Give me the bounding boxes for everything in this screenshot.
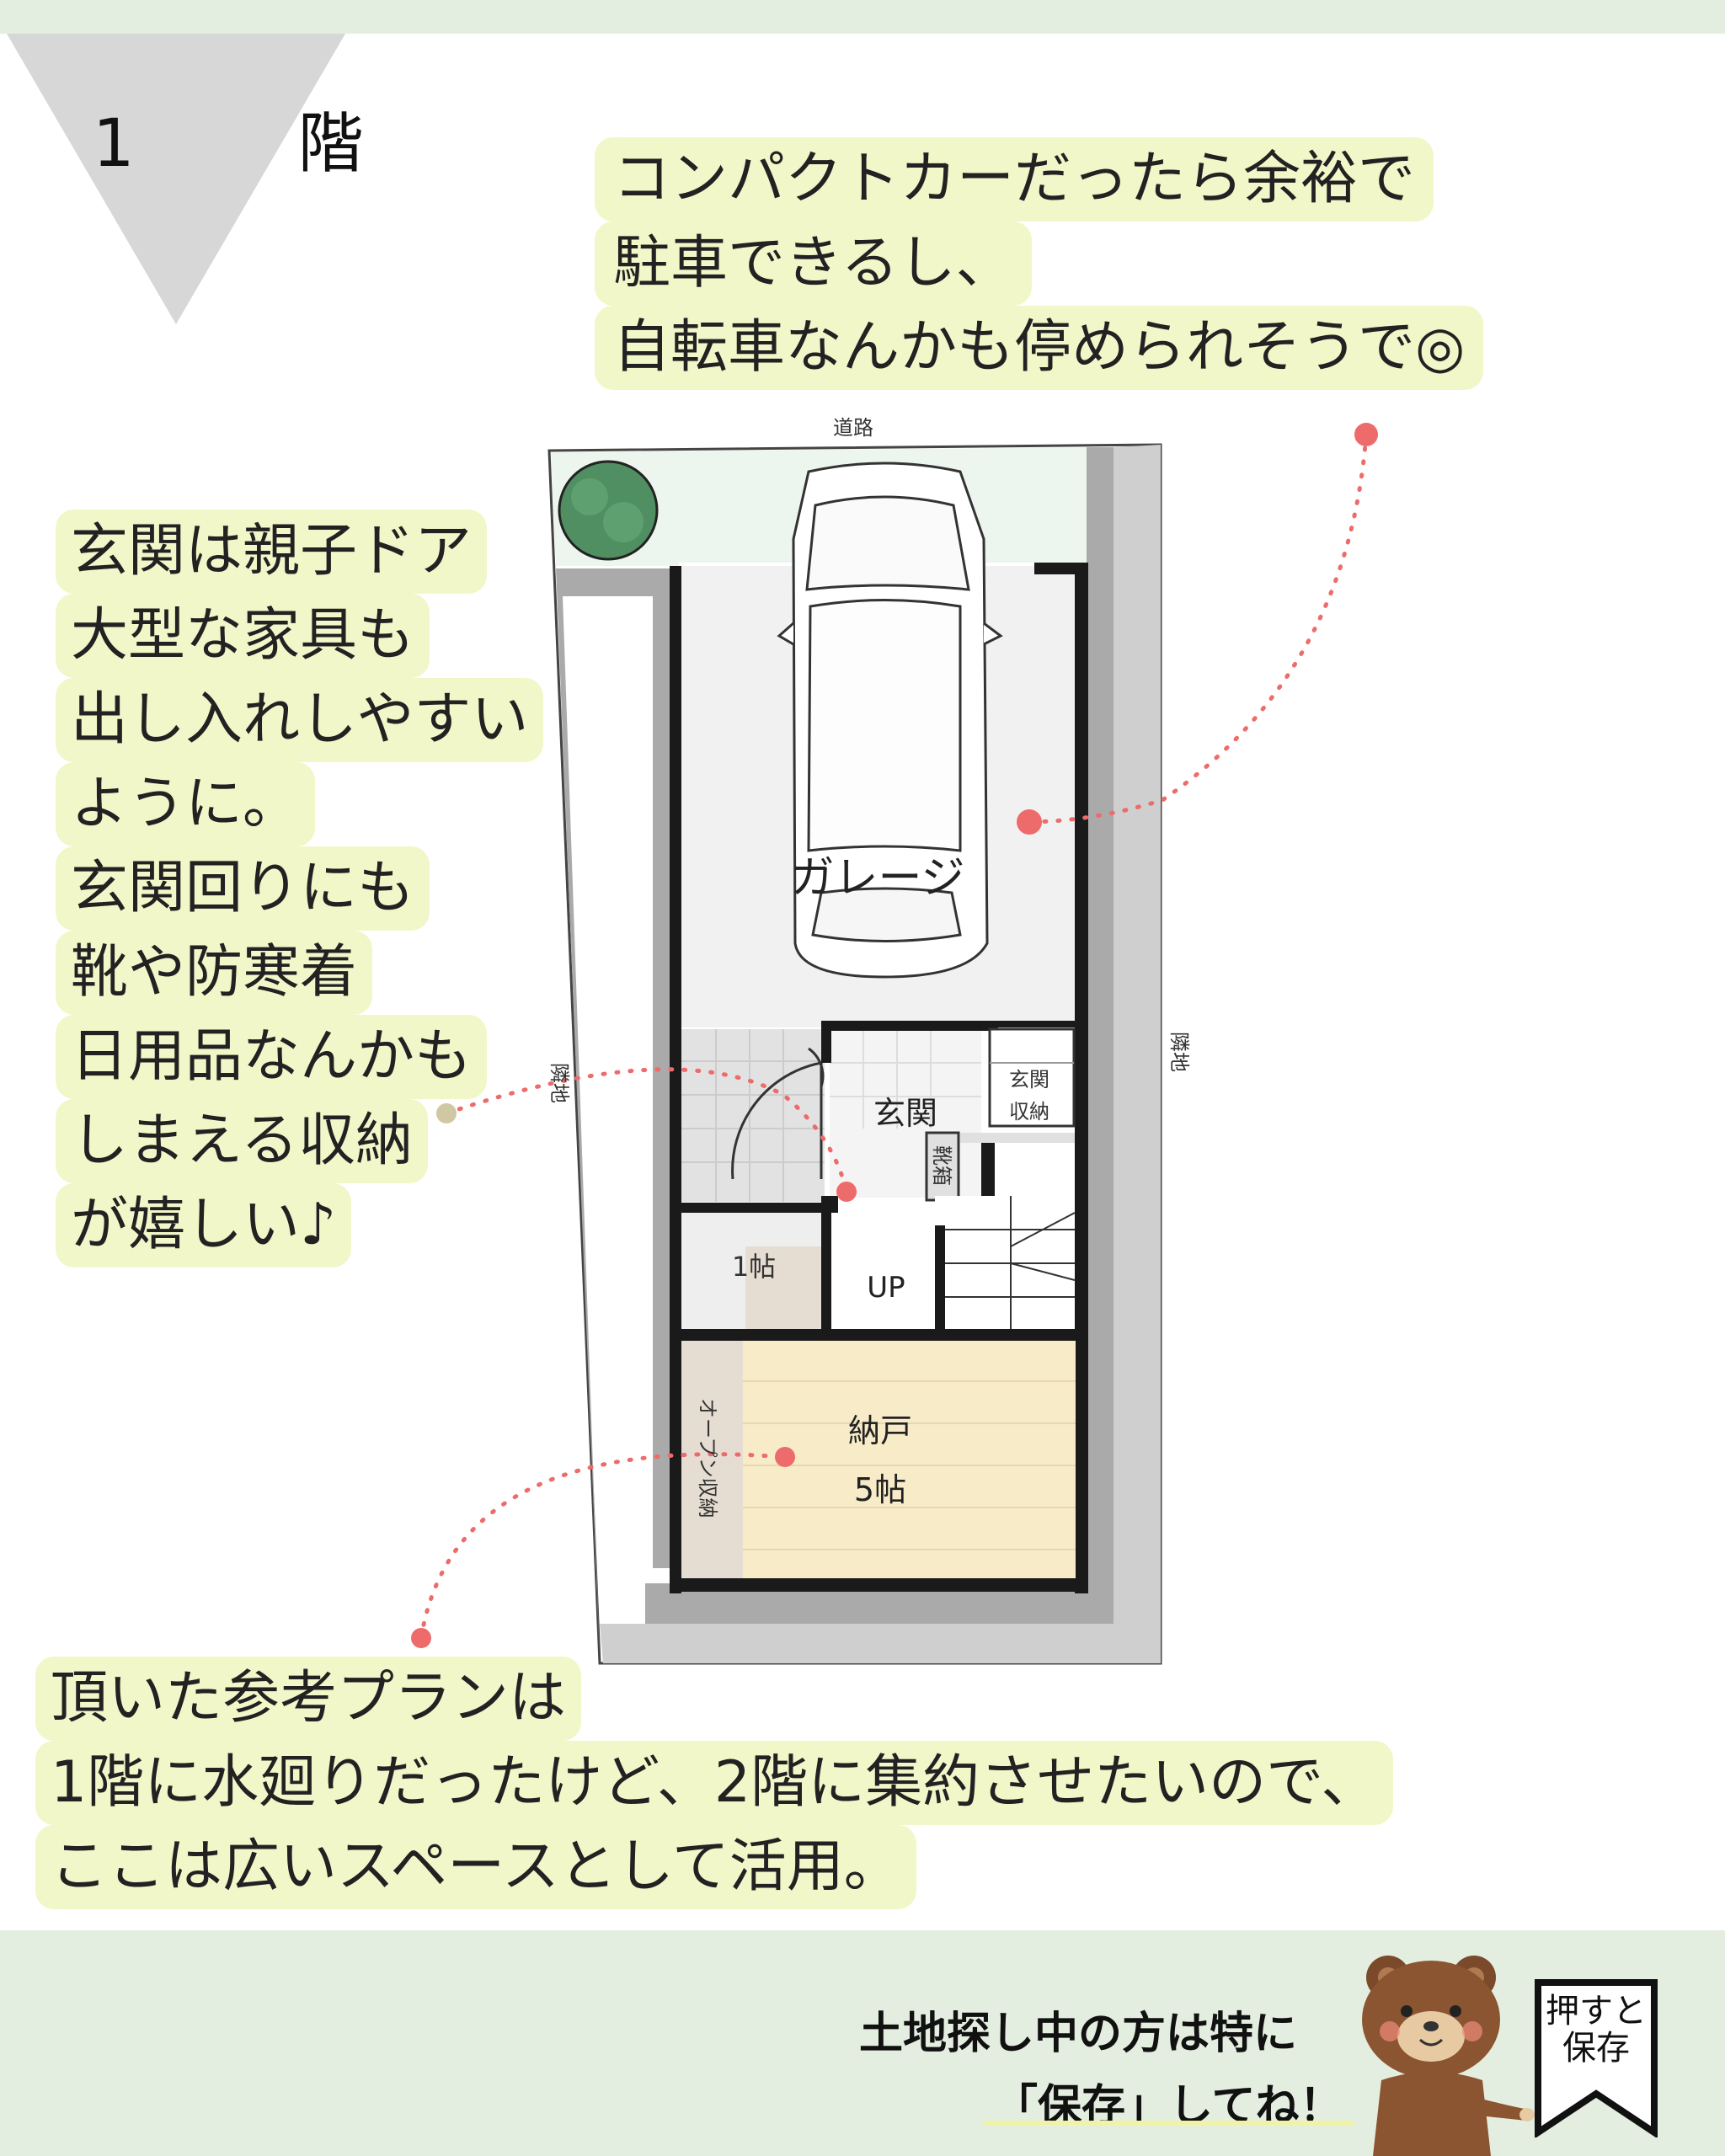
callout-dot-storeroom [775,1447,795,1467]
open-storage-area [681,1341,743,1578]
storeroom-size-label: 5帖 [854,1471,906,1508]
entrance-callout: 玄関は親子ドア 大型な家具も 出し入れしやすい ように。 玄関回りにも 靴や防寒… [56,510,544,1267]
open-storage-label: オープン収納 [696,1398,719,1518]
parking-callout-line: 駐車できるし、 [595,221,1032,306]
garage-label: ガレージ [791,853,965,904]
entrance-callout-line: 玄関は親子ドア [56,510,488,594]
entrance-callout-line: しまえる収納 [56,1099,428,1183]
parking-callout-line: コンパクトカーだったら余裕で [595,137,1434,221]
callout-dot-note [411,1628,431,1648]
callout-dot-parking [1354,423,1378,446]
entrance-callout-line: 大型な家具も [56,594,430,678]
entrance-callout-line: ように。 [56,762,316,846]
genkan-storage [988,1027,1076,1128]
entrance-callout-line: 日用品なんかも [56,1015,488,1099]
small-room-label: 1帖 [732,1251,776,1283]
entrance-callout-line: 靴や防寒着 [56,931,373,1015]
save-label-line2: 保存 [1562,2029,1630,2068]
footer-message-line1: 土地探し中の方は特に [859,2009,1298,2059]
neighbor-left-label: 隣地 [547,1063,571,1103]
entrance-callout-line: 玄関回りにも [56,846,430,931]
storeroom-label: 納戸 [848,1412,912,1449]
parking-callout: コンパクトカーだったら余裕で 駐車できるし、 自転車なんかも停められそうで◎ [595,137,1484,390]
bottom-walkway [600,1624,1114,1663]
save-label-line1: 押すと [1546,1992,1647,2031]
top-banner-strip [0,0,1725,34]
callout-dot-garage [1017,809,1042,835]
bear-mascot-icon [1362,1956,1535,2156]
genkan-storage-label-1: 玄関 [1009,1068,1049,1091]
plan-note-line: 頂いた参考プランは [35,1657,582,1741]
corridor [831,1213,932,1331]
road-label: 道路 [833,416,873,440]
entrance-callout-line: が嬉しい♪ [56,1183,352,1267]
entrance-callout-line: 出し入れしやすい [56,678,544,762]
footer-underline [984,2121,1354,2126]
callout-dot-storage [436,1103,457,1123]
tree-icon [558,460,659,561]
genkan-label: 玄関 [873,1095,937,1132]
callout-dot-genkan [836,1182,857,1202]
shoe-box-label: 靴箱 [930,1145,953,1186]
stairs-up-label: UP [867,1271,905,1305]
floor-tag-triangle [7,34,345,324]
entrance-door-swing [731,1061,822,1180]
plan-note-line: 1階に水廻りだったけど、2階に集約させたいので、 [35,1741,1394,1825]
plan-note-callout: 頂いた参考プランは 1階に水廻りだったけど、2階に集約させたいので、 ここは広い… [35,1657,1394,1909]
shoe-box [925,1131,960,1202]
save-bookmark-label: 押すと 保存 [1540,1993,1653,2067]
car-icon [777,462,1003,979]
save-bookmark-icon[interactable] [1533,1977,1659,2137]
entrance-tile-area [681,1029,825,1202]
left-walkway [556,568,679,1659]
right-outer-walkway [1114,445,1161,1663]
parking-callout-line: 自転車なんかも停められそうで◎ [595,306,1484,390]
neighbor-right-label: 隣地 [1167,1032,1191,1072]
genkan-storage-label-2: 収納 [1009,1100,1049,1123]
plan-note-line: ここは広いスペースとして活用。 [35,1825,916,1909]
floor-plan: 道路 隣地 隣地 ガレージ 玄関 玄関 収納 靴箱 1帖 UP 納戸 5帖 オー… [411,416,1378,1665]
floor-label: 1 階 [93,106,413,182]
